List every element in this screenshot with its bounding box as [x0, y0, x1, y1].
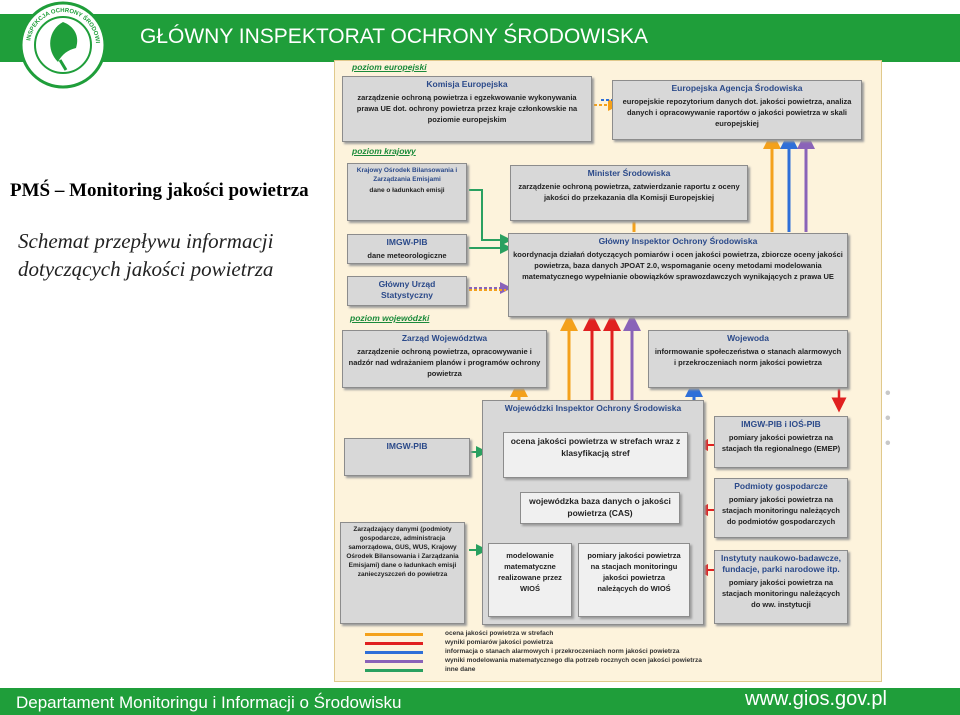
box-title: IMGW-PIB i IOŚ-PIB [741, 419, 821, 429]
box-body: dane meteorologiczne [367, 251, 447, 260]
legend-swatch-purple [365, 660, 423, 663]
box-body: pomiary jakości powietrza na stacjach tł… [721, 433, 841, 453]
level-label-national: poziom krajowy [352, 146, 416, 156]
header-bar [0, 14, 960, 62]
subtitle-line-2: dotyczących jakości powietrza [18, 257, 274, 281]
subtitle-line-1: Schemat przepływu informacji [18, 229, 274, 253]
box-imgw-ios: IMGW-PIB i IOŚ-PIB pomiary jakości powie… [714, 416, 848, 468]
legend-text: informacja o stanach alarmowych i przekr… [445, 648, 680, 655]
box-body: zarządzenie ochroną powietrza, zatwierdz… [518, 182, 740, 202]
box-body: modelowanie matematyczne realizowane prz… [498, 551, 562, 593]
box-wojewoda: Wojewoda informowanie społeczeństwa o st… [648, 330, 848, 388]
footer-bar [0, 688, 960, 715]
header-title: GŁÓWNY INSPEKTORAT OCHRONY ŚRODOWISKA [140, 25, 648, 48]
legend-swatch-red [365, 642, 423, 645]
level-label-eu: poziom europejski [352, 62, 427, 72]
box-modelowanie: modelowanie matematyczne realizowane prz… [488, 543, 572, 617]
legend-swatch-orange [365, 633, 423, 636]
box-body: pomiary jakości powietrza na stacjach mo… [722, 578, 840, 609]
box-body: europejskie repozytorium danych dot. jak… [622, 97, 852, 128]
box-body: Zarządzający danymi (podmioty gospodarcz… [346, 526, 459, 578]
box-body: wojewódzka baza danych o jakości powietr… [529, 496, 671, 518]
box-gios: Główny Inspektor Ochrony Środowiska koor… [508, 233, 848, 317]
decorative-mark: • [885, 435, 891, 452]
box-title: Podmioty gospodarcze [734, 481, 828, 491]
box-title: Główny Inspektor Ochrony Środowiska [598, 236, 758, 246]
box-ocena-stref: ocena jakości powietrza w strefach wraz … [503, 432, 688, 478]
box-body: informowanie społeczeństwa o stanach ala… [654, 347, 842, 367]
slide-subtitle: Schemat przepływu informacji dotyczących… [18, 227, 273, 283]
slide-title: PMŚ – Monitoring jakości powietrza [10, 180, 309, 201]
box-podmioty-gospodarcze: Podmioty gospodarcze pomiary jakości pow… [714, 478, 848, 538]
box-imgw-regional: IMGW-PIB [344, 438, 470, 476]
legend-text: wyniki modelowania matematycznego dla po… [445, 657, 702, 664]
level-label-regional: poziom wojewódzki [350, 313, 430, 323]
box-zarzadzajacy-danymi: Zarządzający danymi (podmioty gospodarcz… [340, 522, 465, 624]
box-title: IMGW-PIB [386, 237, 428, 247]
box-title: Komisja Europejska [426, 79, 508, 89]
legend-swatch-blue [365, 651, 423, 654]
legend-swatch-green [365, 669, 423, 672]
box-title: Wojewoda [727, 333, 769, 343]
box-instytuty: Instytuty naukowo-badawcze, fundacje, pa… [714, 550, 848, 624]
gios-logo: INSPEKCJA OCHRONY ŚRODOWISKA [18, 0, 107, 89]
box-body: pomiary jakości powietrza na stacjach mo… [587, 551, 681, 593]
box-title: Zarząd Województwa [401, 333, 488, 343]
box-title: IMGW-PIB [386, 441, 428, 451]
box-zarzad-wojewodztwa: Zarząd Województwa zarządzenie ochroną p… [342, 330, 547, 388]
box-komisja-europejska: Komisja Europejska zarządzenie ochroną p… [342, 76, 592, 142]
box-body: zarządzenie ochroną powietrza, opracowyw… [348, 347, 541, 378]
box-title: Minister Środowiska [587, 168, 671, 178]
legend-text: ocena jakości powietrza w strefach [445, 630, 554, 637]
box-body: zarządzenie ochroną powietrza i egzekwow… [356, 93, 578, 124]
footer-department: Departament Monitoringu i Informacji o Ś… [16, 693, 402, 712]
box-title: Krajowy Ośrodek Bilansowania i Zarządzan… [356, 167, 458, 183]
box-kobize: Krajowy Ośrodek Bilansowania i Zarządzan… [347, 163, 467, 221]
decorative-mark: • [885, 385, 891, 402]
box-imgw-national: IMGW-PIB dane meteorologiczne [347, 234, 467, 264]
box-minister: Minister Środowiska zarządzenie ochroną … [510, 165, 748, 221]
box-title: Europejska Agencja Środowiska [671, 83, 803, 93]
decorative-mark: • [885, 410, 891, 427]
legend-text: inne dane [445, 666, 476, 673]
box-title: Instytuty naukowo-badawcze, fundacje, pa… [721, 553, 841, 574]
box-body: pomiary jakości powietrza na stacjach mo… [722, 495, 840, 526]
box-body: koordynacja działań dotyczących pomiarów… [513, 250, 843, 281]
box-title: Główny Urząd Statystyczny [378, 279, 436, 300]
box-body: ocena jakości powietrza w strefach wraz … [510, 436, 681, 458]
box-pomiary-wios: pomiary jakości powietrza na stacjach mo… [578, 543, 690, 617]
legend-text: wyniki pomiarów jakości powietrza [445, 639, 554, 646]
footer-url[interactable]: www.gios.gov.pl [745, 688, 887, 710]
box-body: dane o ładunkach emisji [369, 187, 445, 194]
box-cas: wojewódzka baza danych o jakości powietr… [520, 492, 680, 524]
box-gus: Główny Urząd Statystyczny [347, 276, 467, 306]
box-europejska-agencja: Europejska Agencja Środowiska europejski… [612, 80, 862, 140]
box-title: Wojewódzki Inspektor Ochrony Środowiska [504, 403, 682, 413]
